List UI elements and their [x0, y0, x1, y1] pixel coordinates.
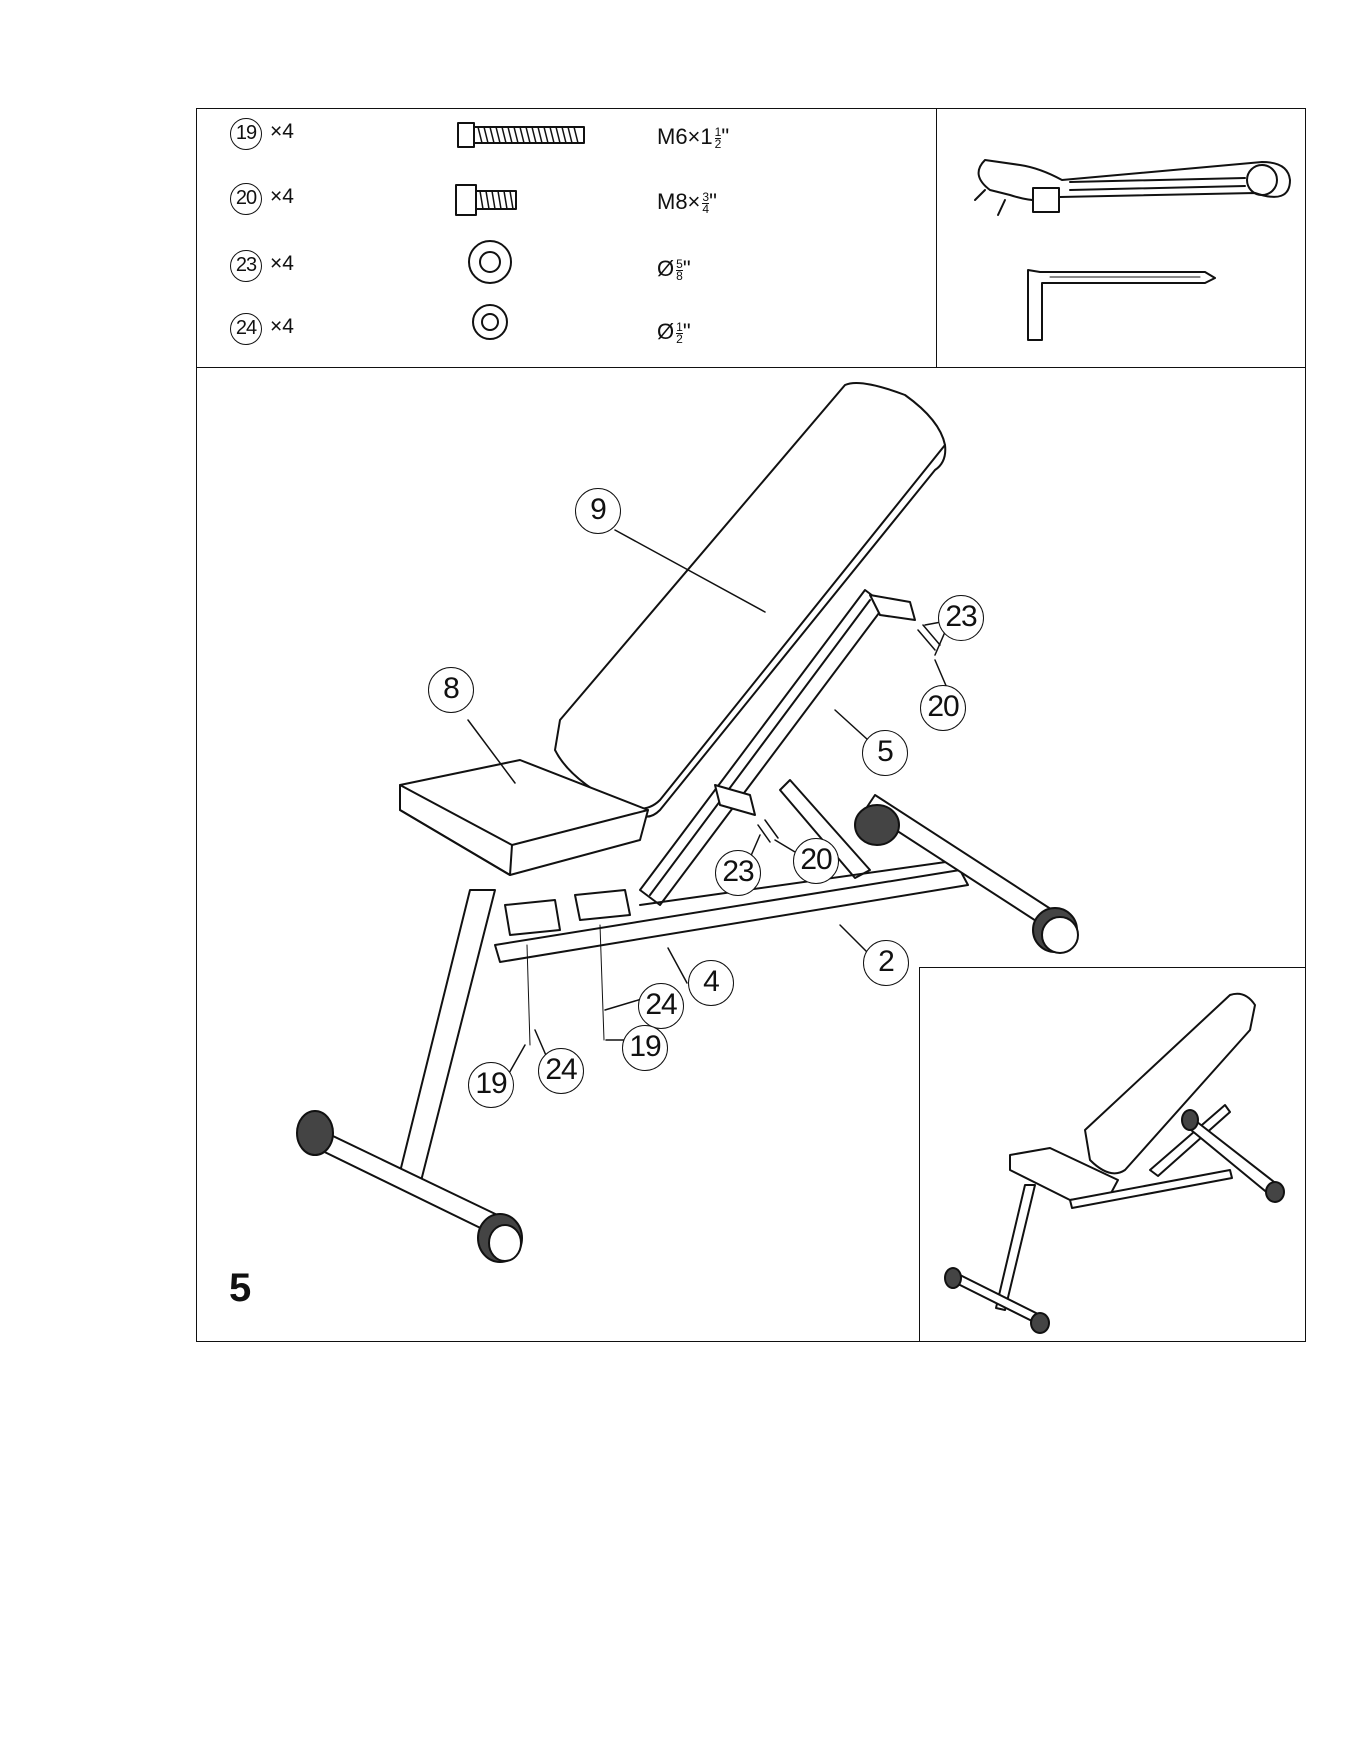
large-washer-icon — [469, 241, 511, 283]
bench-main-view — [297, 383, 1078, 1262]
short-bolt-icon — [456, 185, 516, 215]
bench-preview-drawing — [945, 994, 1284, 1333]
callout-small-washer-right: 24 — [638, 983, 684, 1029]
callout-long-bolt-right: 19 — [622, 1025, 668, 1071]
callout-support-beam: 5 — [862, 730, 908, 776]
callout-seat: 8 — [428, 667, 474, 713]
callout-long-bolt-left: 19 — [468, 1062, 514, 1108]
adjustable-wrench-icon — [975, 160, 1290, 215]
callout-backrest: 9 — [575, 488, 621, 534]
small-washer-icon — [473, 305, 507, 339]
allen-key-icon — [1028, 270, 1215, 340]
long-bolt-icon — [458, 123, 584, 147]
callout-bolt-lower: 20 — [793, 838, 839, 884]
callout-bolt-upper: 20 — [920, 685, 966, 731]
callout-washer-lower: 23 — [715, 850, 761, 896]
step-number: 5 — [229, 1266, 251, 1311]
callout-small-washer-left: 24 — [538, 1048, 584, 1094]
callout-washer-upper: 23 — [938, 595, 984, 641]
callout-main-rail: 2 — [863, 940, 909, 986]
callout-bracket: 4 — [688, 960, 734, 1006]
